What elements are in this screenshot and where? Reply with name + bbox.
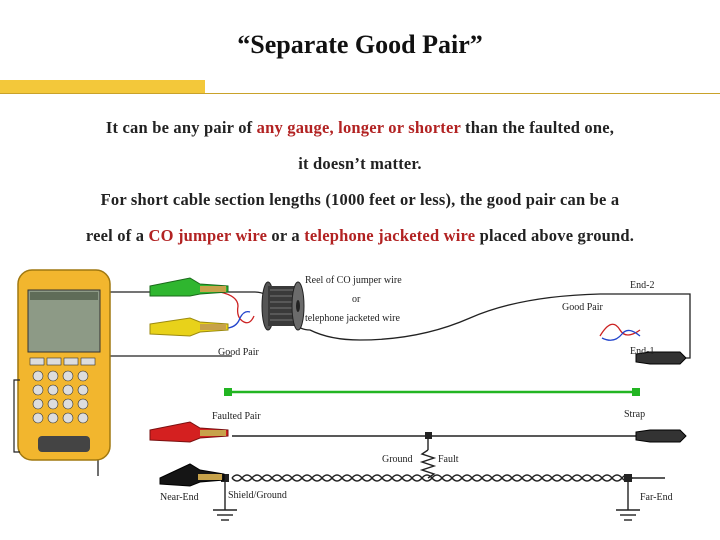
green-clip	[149, 277, 229, 297]
paragraph-line-4-run-1: CO jumper wire	[148, 226, 268, 245]
fault-resistor	[419, 449, 437, 479]
paragraph-line-4-run-2: or a	[267, 226, 305, 245]
strap-end-left	[224, 388, 232, 396]
black-clip	[159, 463, 225, 487]
label-fault: Fault	[438, 454, 459, 465]
label-faulted-pair: Faulted Pair	[212, 411, 261, 422]
label-end-1: End-1	[630, 346, 655, 357]
paragraph-line-1-run-2: than the faulted one,	[460, 118, 615, 137]
label-reel: Reel of CO jumper wire	[305, 275, 402, 286]
label-good-pair-right: Good Pair	[562, 302, 603, 313]
label-or: or	[352, 294, 361, 305]
wire-reel	[261, 281, 305, 331]
paragraph-line-4-run-4: placed above ground.	[475, 226, 635, 245]
label-shield-ground: Shield/Ground	[228, 490, 287, 501]
ground-symbol-near	[213, 478, 237, 521]
slide-title: “Separate Good Pair”	[237, 30, 483, 59]
far-end-clip-bottom	[635, 429, 687, 443]
paragraph-line-4-run-0: reel of a	[85, 226, 149, 245]
faulted-pair-node	[425, 432, 432, 439]
label-jacketed: telephone jacketed wire	[305, 313, 400, 324]
paragraph-line-1-run-1: any gauge, longer or shorter	[256, 118, 461, 137]
paragraph-line-2: it doesn’t matter.	[298, 154, 422, 173]
label-strap: Strap	[624, 409, 646, 420]
label-ground: Ground	[382, 454, 413, 465]
paragraph-line-1-run-0: It can be any pair of	[105, 118, 257, 137]
red-clip	[149, 421, 229, 443]
yellow-clip	[149, 317, 229, 337]
paragraph-line-3: For short cable section lengths (1000 fe…	[100, 190, 620, 209]
label-end-2: End-2	[630, 280, 655, 291]
paragraph-line-1: It can be any pair of any gauge, longer …	[0, 118, 720, 138]
strap-end-right	[632, 388, 640, 396]
far-end-clip-top	[635, 351, 687, 365]
paragraph-line-4-run-3: telephone jacketed wire	[304, 226, 476, 245]
label-good-pair-left: Good Pair	[218, 347, 259, 358]
label-near-end: Near-End	[160, 492, 199, 503]
title-accent-bar	[0, 80, 205, 94]
paragraph-line-4: reel of a CO jumper wire or a telephone …	[0, 226, 720, 246]
ground-symbol-far	[616, 478, 640, 521]
label-far-end: Far-End	[640, 492, 673, 503]
title-divider	[0, 93, 720, 94]
tester-device	[13, 269, 111, 461]
